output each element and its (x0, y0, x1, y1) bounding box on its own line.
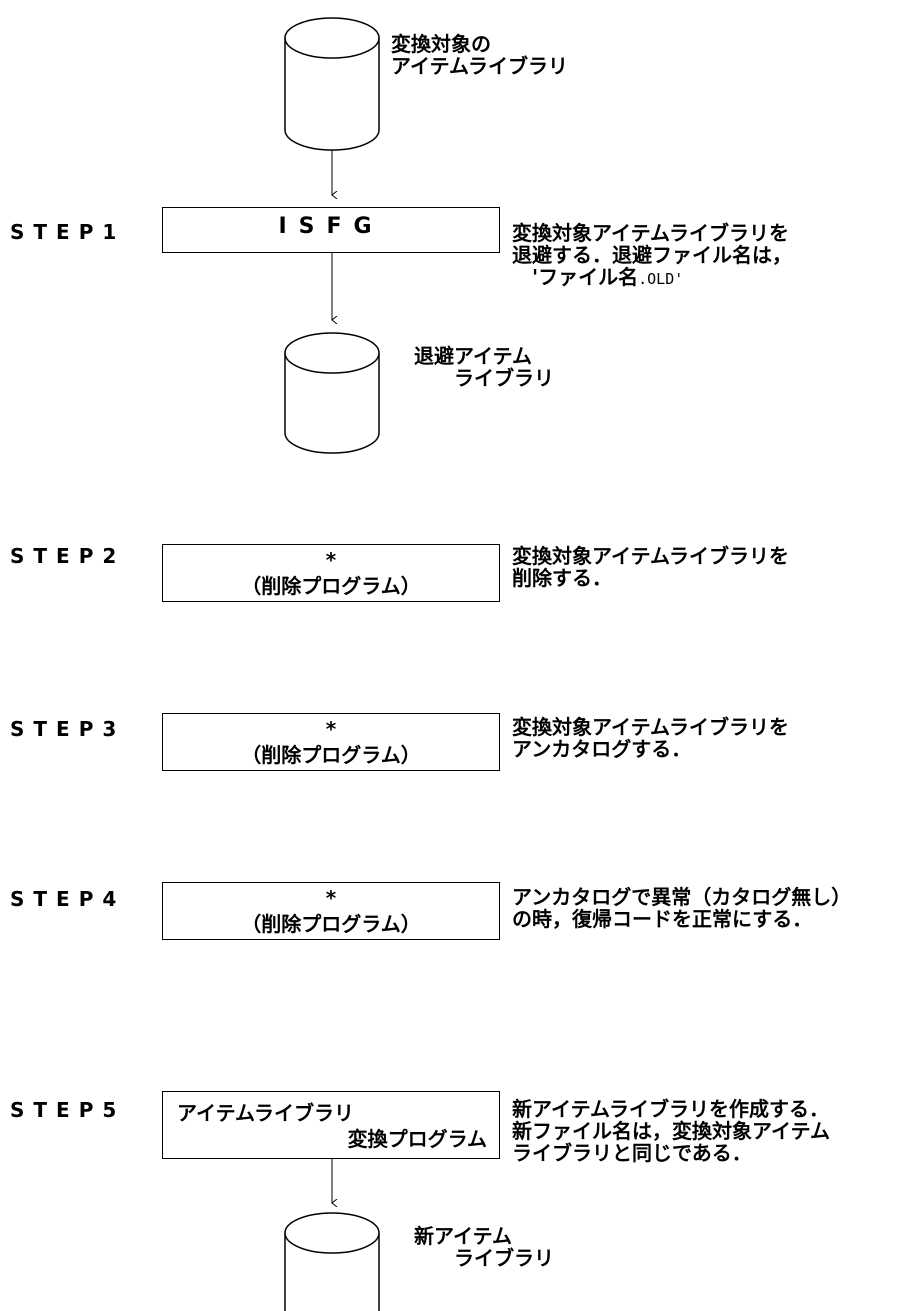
step2-program-box: * （削除プログラム） (162, 544, 500, 602)
step5-program-line2: 変換プログラム (347, 1127, 487, 1151)
step1-program-name: ISFG (278, 214, 384, 239)
step3-note-line1: 変換対象アイテムライブラリを (512, 715, 789, 739)
step3-note: 変換対象アイテムライブラリを アンカタログする． (512, 716, 789, 760)
step4-program-name: （削除プログラム） (241, 912, 421, 936)
new-library-label: 新アイテム ライブラリ (414, 1225, 554, 1269)
step1-program-box: ISFG (162, 207, 500, 253)
backup-library-label-line2: ライブラリ (414, 366, 554, 390)
step5-label: STEP5 (10, 1098, 126, 1122)
step3-note-line2: アンカタログする． (512, 737, 692, 761)
step2-program-star: * (325, 548, 337, 572)
step4-note: アンカタログで異常（カタログ無し） の時，復帰コードを正常にする． (512, 886, 851, 930)
step2-label: STEP2 (10, 544, 126, 568)
step1-note-line3-a: 'ファイル名 (512, 265, 639, 289)
backup-library-label-line1: 退避アイテム (414, 344, 532, 368)
new-library-label-line1: 新アイテム (414, 1224, 512, 1248)
step1-note-line2: 退避する．退避ファイル名は， (512, 243, 792, 267)
step1-note: 変換対象アイテムライブラリを 退避する．退避ファイル名は， 'ファイル名.OLD… (512, 222, 792, 290)
step2-note-line1: 変換対象アイテムライブラリを (512, 544, 789, 568)
step1-note-line1: 変換対象アイテムライブラリを (512, 221, 789, 245)
top-library-label: 変換対象の アイテムライブラリ (391, 33, 568, 77)
top-library-cylinder (284, 17, 380, 151)
step4-note-line2: の時，復帰コードを正常にする． (512, 907, 813, 931)
step5-note: 新アイテムライブラリを作成する． 新ファイル名は，変換対象アイテム ライブラリと… (512, 1098, 830, 1164)
top-library-label-line1: 変換対象の (391, 32, 491, 56)
backup-library-label: 退避アイテム ライブラリ (414, 345, 554, 389)
step1-note-line3: 'ファイル名.OLD' (512, 266, 792, 290)
step2-note: 変換対象アイテムライブラリを 削除する． (512, 545, 789, 589)
new-library-label-line2: ライブラリ (414, 1246, 554, 1270)
step1-label: STEP1 (10, 220, 126, 244)
step4-program-box: * （削除プログラム） (162, 882, 500, 940)
step1-note-line3-b: .OLD' (638, 270, 684, 288)
step3-label: STEP3 (10, 717, 126, 741)
step3-program-box: * （削除プログラム） (162, 713, 500, 771)
step2-program-name: （削除プログラム） (241, 574, 421, 598)
step3-program-name: （削除プログラム） (241, 743, 421, 767)
step4-program-star: * (325, 886, 337, 910)
backup-library-cylinder (284, 332, 380, 454)
step5-note-line2: 新ファイル名は，変換対象アイテム (512, 1119, 830, 1143)
step5-program-box: アイテムライブラリ 変換プログラム (162, 1091, 500, 1159)
step5-note-line3: ライブラリと同じである． (512, 1141, 752, 1165)
step2-note-line2: 削除する． (512, 566, 612, 590)
step3-program-star: * (325, 717, 337, 741)
step5-program-line1: アイテムライブラリ (177, 1101, 354, 1125)
step4-label: STEP4 (10, 887, 126, 911)
step5-note-line1: 新アイテムライブラリを作成する． (512, 1097, 829, 1121)
new-library-cylinder (284, 1212, 380, 1311)
top-library-label-line2: アイテムライブラリ (391, 54, 568, 78)
step4-note-line1: アンカタログで異常（カタログ無し） (512, 885, 852, 909)
